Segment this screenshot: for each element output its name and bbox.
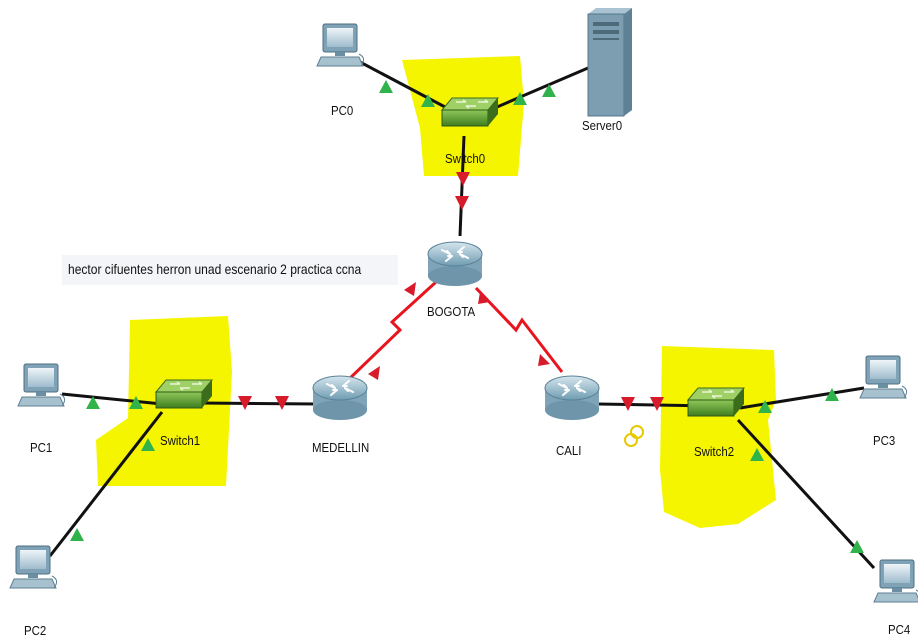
pc1-label: PC1 (30, 440, 53, 455)
pc2-label: PC2 (24, 623, 47, 638)
switch2-label: Switch2 (694, 444, 735, 459)
cali-label: CALI (556, 443, 582, 458)
cali-router-icon[interactable] (544, 375, 600, 421)
switch0-icon[interactable] (441, 97, 499, 127)
pc3-icon[interactable] (859, 355, 908, 399)
switch1-label: Switch1 (160, 433, 201, 448)
link-up-indicators (70, 80, 864, 553)
pc0-label: PC0 (331, 103, 354, 118)
annotation-note: hector cifuentes herron unad escenario 2… (62, 255, 398, 285)
pc0-icon[interactable] (316, 23, 365, 67)
link-down-indicators (238, 172, 664, 411)
switch1-icon[interactable] (155, 379, 213, 409)
switch2-icon[interactable] (687, 387, 745, 417)
server0-icon[interactable] (587, 7, 633, 117)
switch0-label: Switch0 (445, 151, 486, 166)
medellin-label: MEDELLIN (312, 440, 370, 455)
switch2-highlight (660, 346, 776, 528)
pc4-icon[interactable] (873, 559, 918, 603)
bogota-router-icon[interactable] (427, 241, 483, 287)
serial-links (344, 280, 564, 384)
bogota-label: BOGOTA (427, 304, 476, 319)
pc2-icon[interactable] (9, 545, 58, 589)
pc1-icon[interactable] (17, 363, 66, 407)
pc3-label: PC3 (873, 433, 896, 448)
medellin-router-icon[interactable] (312, 375, 368, 421)
clock-icon (624, 425, 644, 447)
annotation-note-text: hector cifuentes herron unad escenario 2… (68, 261, 362, 277)
server0-label: Server0 (582, 118, 623, 133)
pc4-label: PC4 (888, 622, 911, 637)
